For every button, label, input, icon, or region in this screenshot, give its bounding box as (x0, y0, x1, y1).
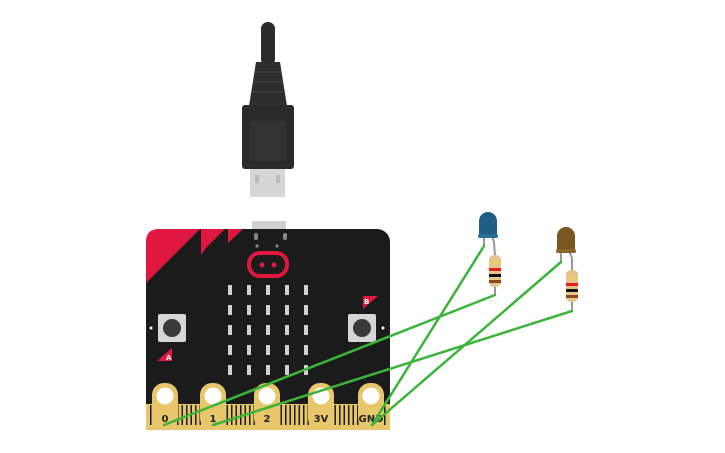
matrix-led (247, 365, 251, 375)
usb-cable[interactable] (242, 22, 294, 197)
matrix-led (304, 325, 308, 335)
logo-touch[interactable] (247, 251, 289, 278)
button-a-marker (157, 348, 172, 361)
pin-label: 1 (210, 414, 217, 425)
led-matrix (228, 285, 308, 375)
matrix-led (228, 345, 232, 355)
resistor-2[interactable] (566, 270, 578, 311)
wire-pin1-resistor2[interactable] (211, 309, 574, 427)
matrix-led (304, 345, 308, 355)
pin-gnd[interactable]: GND (358, 383, 384, 430)
usb-grip-lines (252, 71, 284, 93)
matrix-led (228, 285, 232, 295)
matrix-led (266, 345, 270, 355)
matrix-led (228, 305, 232, 315)
matrix-led (228, 325, 232, 335)
matrix-led (285, 345, 289, 355)
led-2-body (557, 227, 575, 252)
resistor-1[interactable] (489, 255, 501, 295)
matrix-led (285, 285, 289, 295)
button-b[interactable]: B (348, 296, 385, 342)
pin-label: GND (359, 414, 384, 425)
microbit-board[interactable]: A B 0 1 2 3V GND (146, 221, 390, 430)
pin-hole (362, 387, 380, 405)
matrix-led (247, 345, 251, 355)
button-a[interactable]: A (149, 314, 187, 362)
wire-gnd-led1[interactable] (370, 244, 486, 427)
button-b-marker (363, 296, 378, 309)
pin-0[interactable]: 0 (152, 383, 178, 430)
matrix-led (266, 305, 270, 315)
matrix-led (247, 285, 251, 295)
usb-cord (261, 22, 275, 66)
usb-plug-panel (250, 121, 286, 161)
matrix-led (304, 305, 308, 315)
pin-hole (156, 387, 174, 405)
matrix-led (285, 325, 289, 335)
matrix-led (266, 365, 270, 375)
led-1-body (479, 212, 497, 238)
button-b-label: B (364, 298, 369, 306)
matrix-led (285, 305, 289, 315)
pin-hole (204, 387, 222, 405)
matrix-led (266, 285, 270, 295)
matrix-led (285, 365, 289, 375)
usb-strain-relief (249, 62, 287, 106)
red-corner (146, 229, 200, 283)
matrix-led (228, 365, 232, 375)
pin-label: 0 (162, 414, 169, 425)
matrix-led (247, 305, 251, 315)
usb-port (252, 221, 286, 231)
button-a-label: A (166, 354, 172, 362)
led-1[interactable] (478, 212, 498, 257)
pin-hole (258, 387, 276, 405)
wire-gnd-led2[interactable] (370, 260, 563, 427)
matrix-led (304, 285, 308, 295)
matrix-led (266, 325, 270, 335)
led-2[interactable] (556, 227, 576, 271)
pin-2[interactable]: 2 (254, 383, 280, 430)
pin-label: 2 (264, 414, 271, 425)
matrix-led (247, 325, 251, 335)
pin-label: 3V (314, 414, 329, 425)
